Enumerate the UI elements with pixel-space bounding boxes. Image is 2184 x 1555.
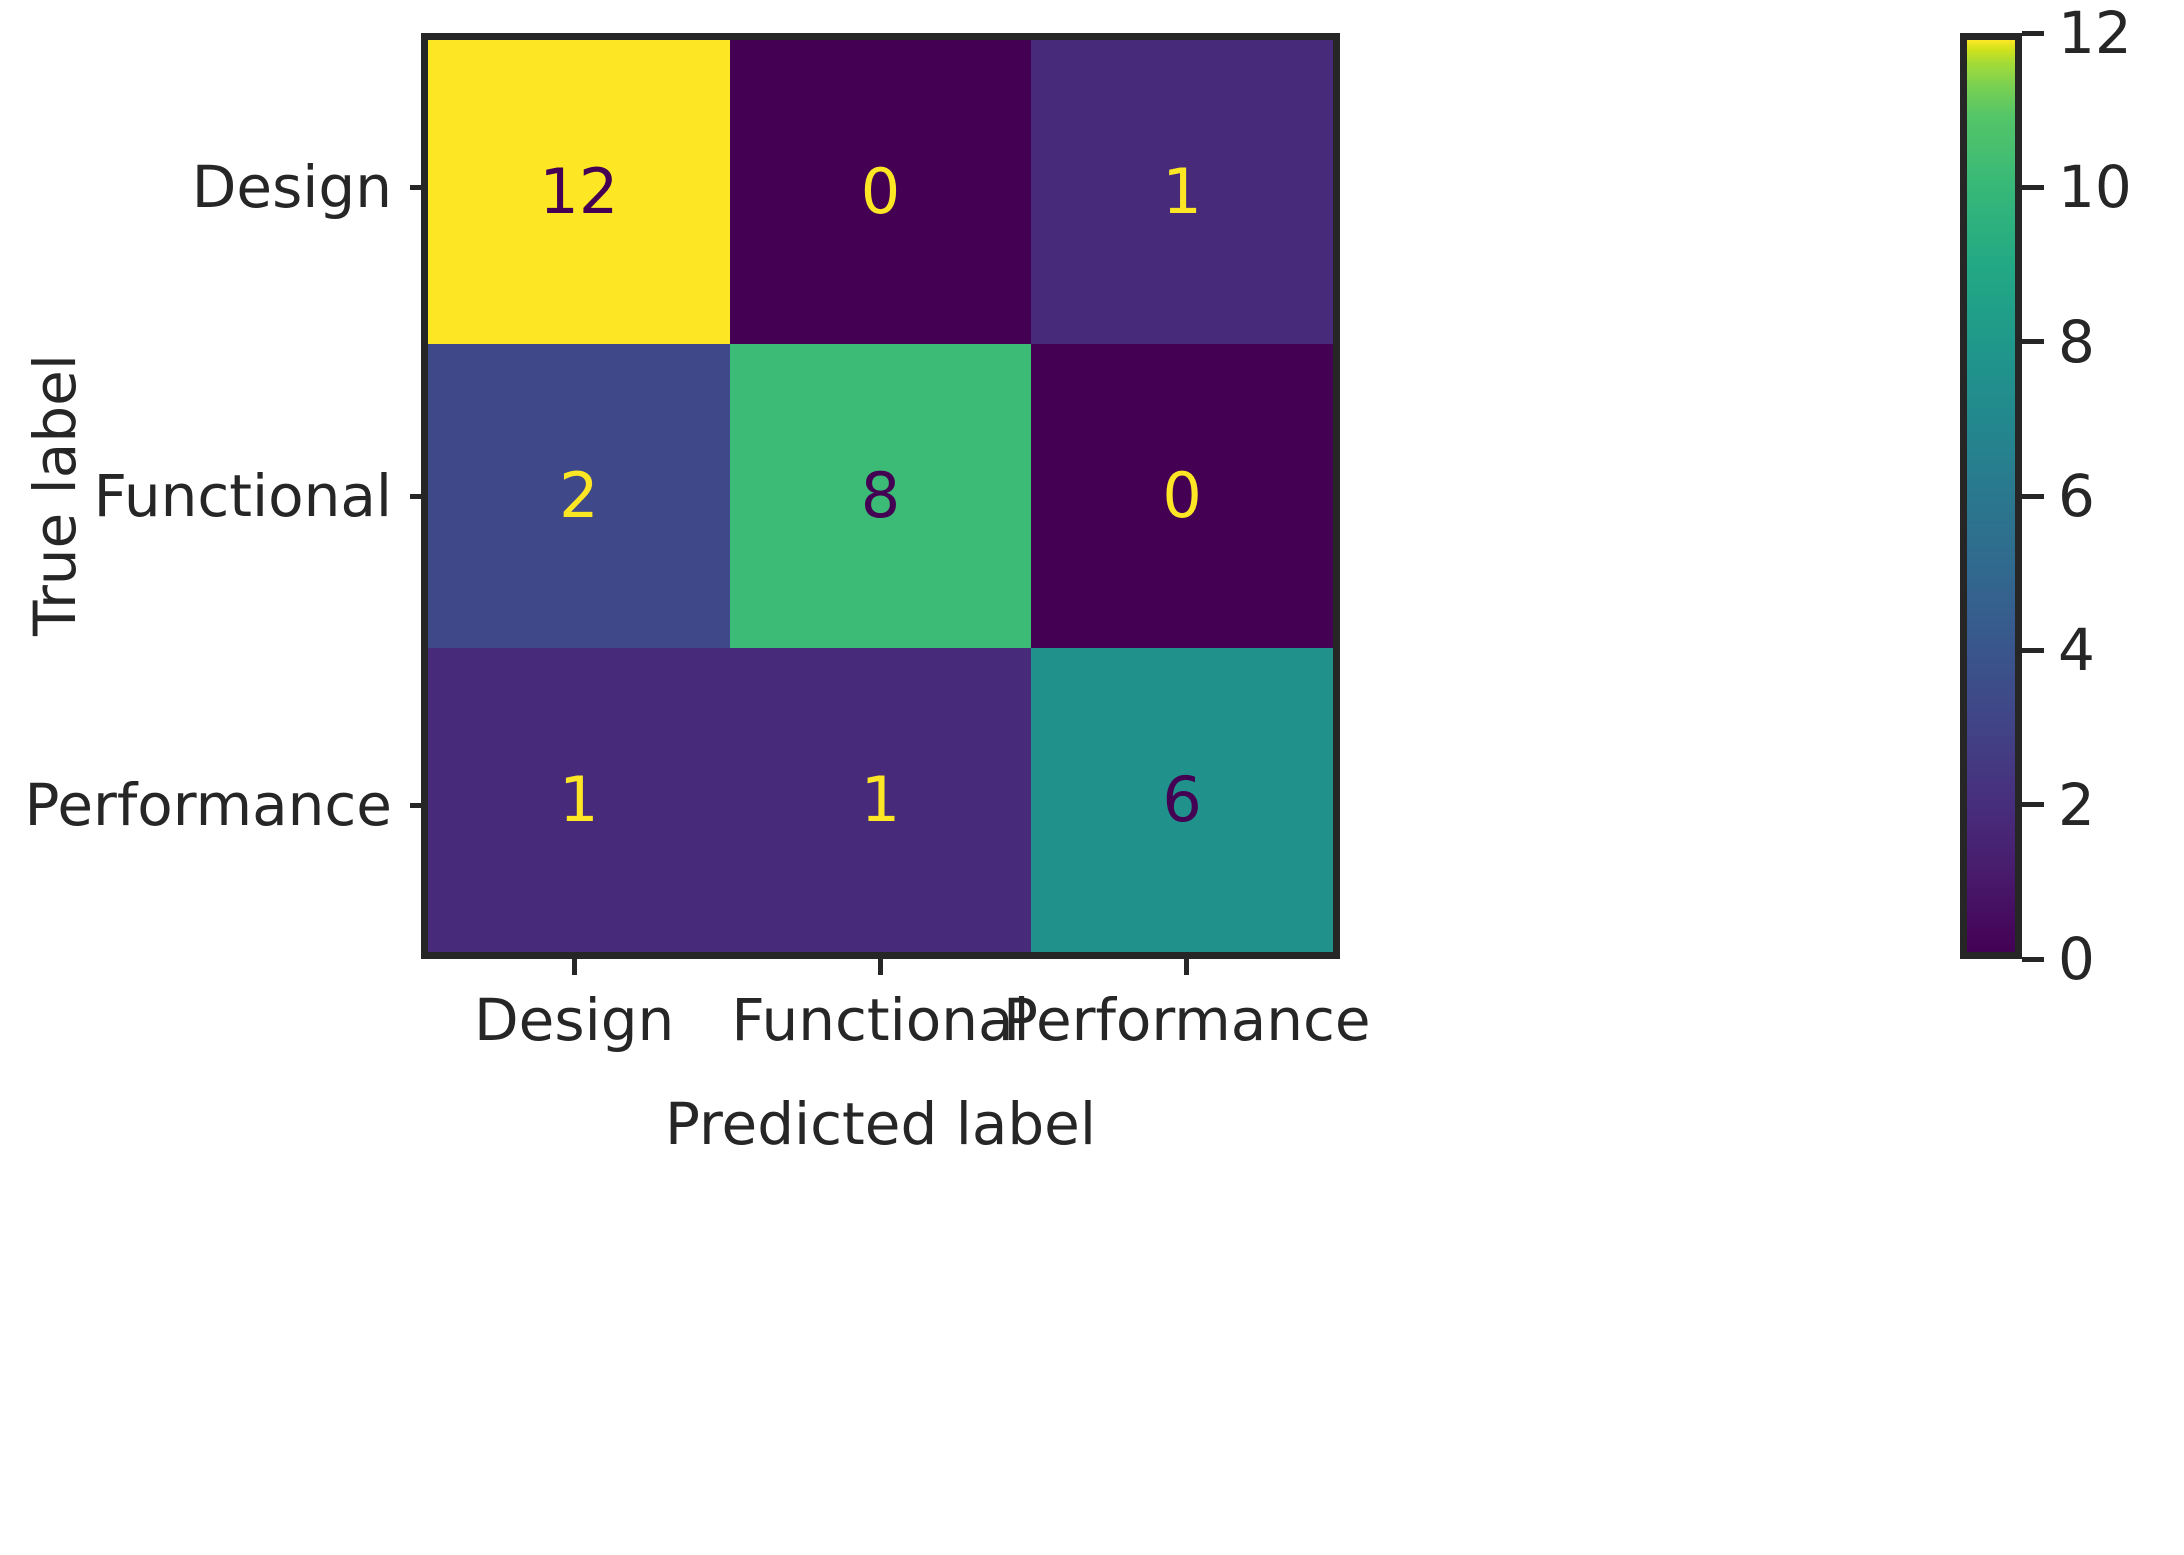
heatmap-cell: 0 — [1031, 344, 1333, 648]
colorbar-tick-mark — [2022, 339, 2044, 345]
heatmap-cell-value: 12 — [539, 155, 619, 228]
heatmap-cell: 6 — [1031, 648, 1333, 952]
x-axis-tick-mark — [571, 959, 577, 975]
colorbar — [1960, 33, 2022, 959]
heatmap-cell: 1 — [729, 648, 1032, 952]
colorbar-tick-label: 4 — [2058, 616, 2095, 685]
x-axis-title: Predicted label — [665, 1090, 1096, 1158]
heatmap-cell: 8 — [729, 344, 1032, 648]
y-axis-title: True label — [21, 354, 89, 636]
x-axis-tick-functional: Functional — [681, 959, 1081, 1049]
colorbar-tick-label: 8 — [2058, 307, 2095, 376]
x-axis-tick-label: Functional — [731, 986, 1030, 1054]
colorbar-tick-mark — [2022, 802, 2044, 808]
heatmap-cell-value: 1 — [860, 763, 901, 836]
x-axis-tick-mark — [878, 959, 883, 975]
heatmap-cell-value: 1 — [559, 763, 599, 836]
heatmap-cell: 1 — [428, 648, 730, 952]
colorbar-tick-mark — [2022, 647, 2044, 653]
colorbar-tick-mark — [2022, 30, 2044, 36]
heatmap-cell: 0 — [729, 40, 1032, 344]
colorbar-tick-label: 10 — [2058, 153, 2132, 222]
x-axis-tick-label: Design — [474, 986, 675, 1054]
heatmap-cell: 12 — [428, 40, 730, 344]
heatmap-cell-value: 6 — [1162, 763, 1202, 836]
colorbar-tick-mark — [2022, 493, 2044, 499]
colorbar-tick-mark — [2022, 184, 2044, 190]
y-axis-tick-label: Design — [191, 153, 392, 222]
colorbar-tick-label: 0 — [2058, 925, 2095, 993]
heatmap-cell: 1 — [1031, 40, 1333, 344]
colorbar-gradient — [1967, 40, 2015, 952]
heatmap-cell: 2 — [428, 344, 730, 648]
heatmap-cell-value: 0 — [860, 155, 901, 228]
heatmap-cell-value: 0 — [1162, 459, 1202, 532]
x-axis-tick-mark — [1184, 959, 1190, 975]
heatmap-cell-value: 8 — [860, 459, 901, 532]
colorbar-tick-label: 6 — [2058, 462, 2095, 530]
colorbar-tick-label: 12 — [2058, 0, 2132, 67]
x-axis-tick-design: Design — [374, 959, 774, 1049]
x-axis-tick-label: Performance — [1003, 986, 1371, 1054]
heatmap-cell-value: 2 — [559, 459, 599, 532]
y-axis-tick-label: Performance — [24, 770, 392, 839]
x-axis-tick-performance: Performance — [987, 959, 1387, 1049]
colorbar-tick-label: 2 — [2058, 770, 2095, 839]
y-axis-tick-label: Functional — [93, 462, 392, 530]
heatmap-cell-value: 1 — [1162, 155, 1202, 228]
colorbar-tick-mark — [2022, 956, 2044, 962]
